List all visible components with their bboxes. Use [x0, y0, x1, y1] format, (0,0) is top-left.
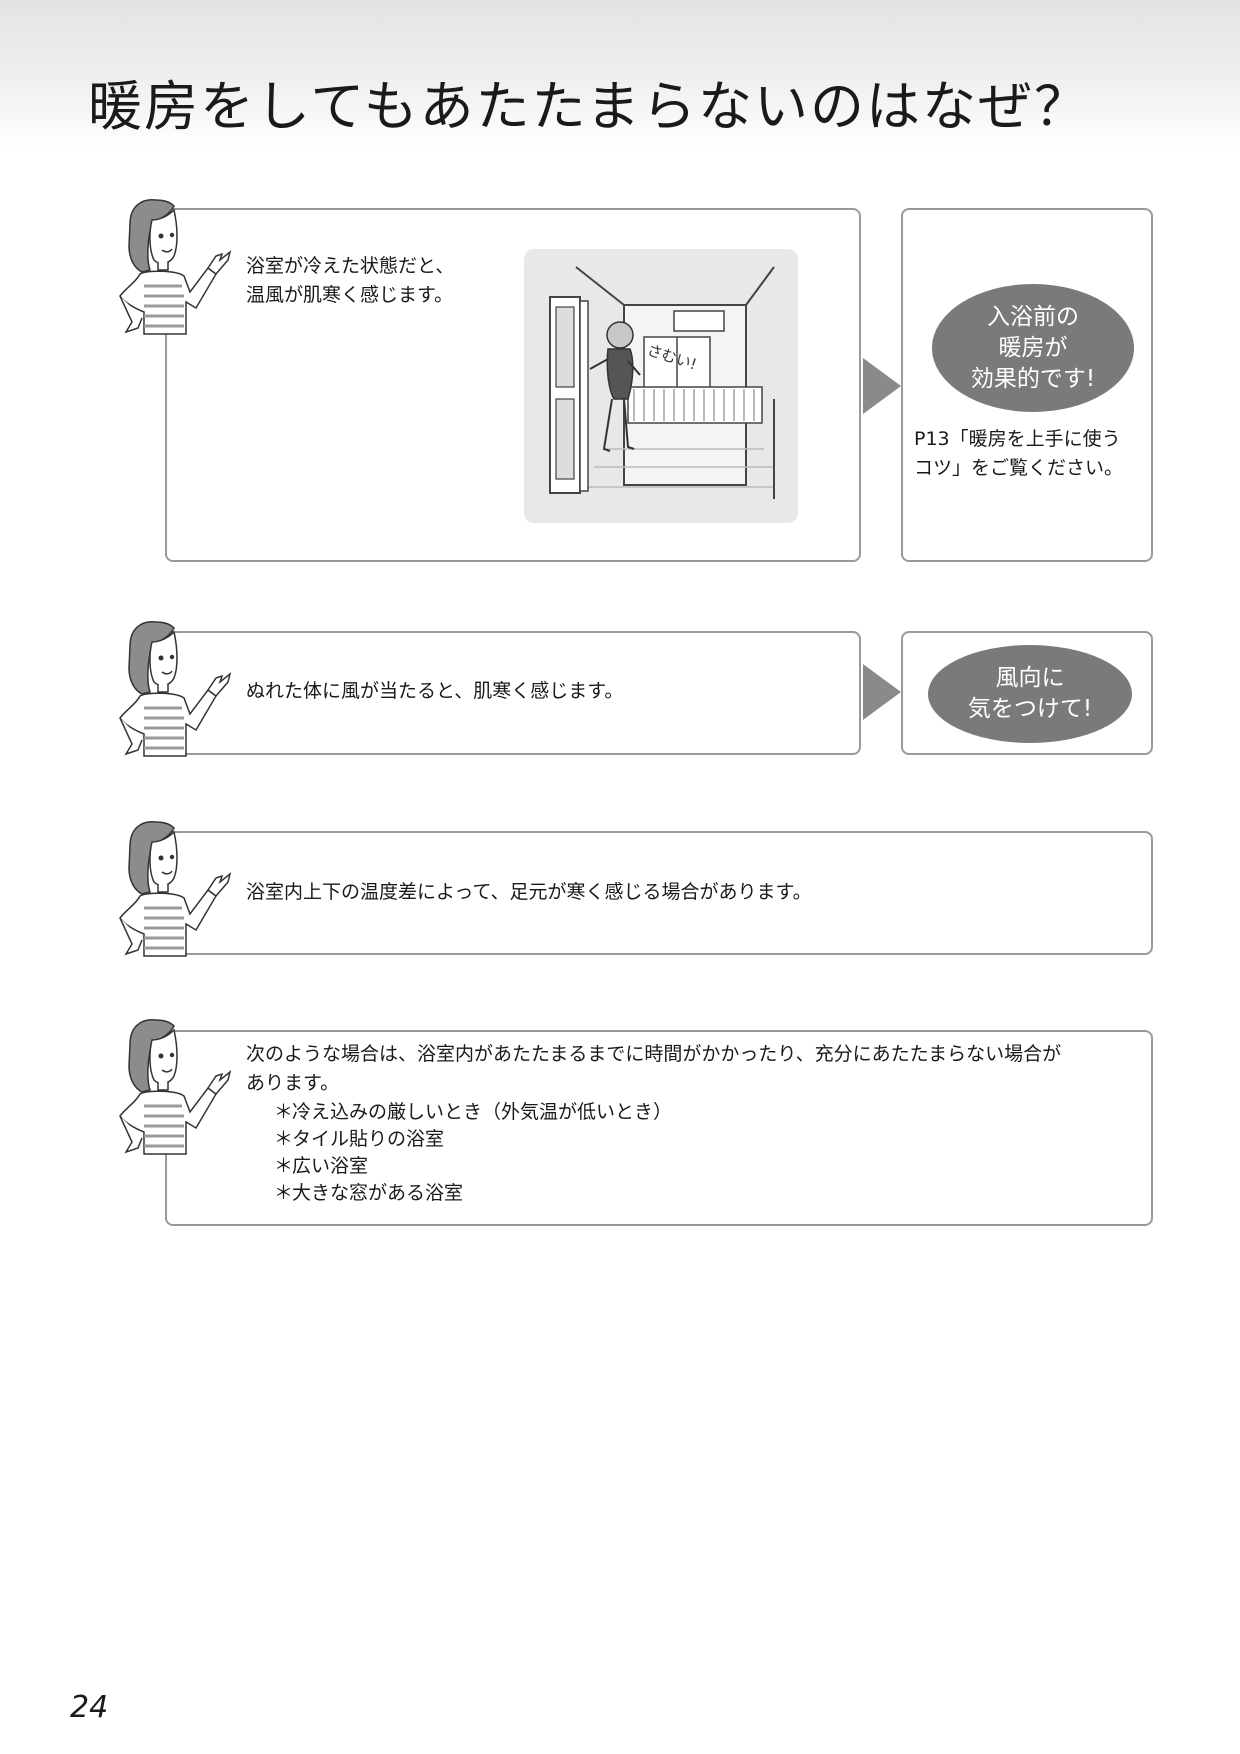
section2-box — [165, 631, 861, 755]
section4-line2: あります。 — [246, 1072, 340, 1094]
page-number: 24 — [70, 1690, 109, 1725]
section2-line1: ぬれた体に風が当たると、肌寒く感じます。 — [246, 680, 624, 702]
section1-line1: 浴室が冷えた状態だと、 — [246, 255, 455, 277]
section4-line1: 次のような場合は、浴室内があたたまるまでに時間がかかったり、充分にあたたまらない… — [246, 1043, 1062, 1065]
bullet-marker: ＊ — [274, 1101, 294, 1123]
arrow-right-icon — [863, 664, 901, 720]
advice1-note-line1: P13「暖房を上手に使う — [914, 428, 1121, 450]
page-title: 暖房をしてもあたたまらないのはなぜ？ — [88, 75, 1091, 138]
advice2-oval: 風向に 気をつけて! — [928, 645, 1132, 743]
woman-pointing-icon — [118, 198, 232, 336]
section3-box — [165, 831, 1153, 955]
bullet-marker: ＊ — [274, 1182, 294, 1204]
woman-pointing-icon — [118, 1018, 232, 1156]
condition-list: ＊冷え込みの厳しいとき（外気温が低いとき） ＊タイル貼りの浴室 ＊広い浴室 ＊大… — [274, 1099, 672, 1207]
advice1-oval: 入浴前の 暖房が 効果的です! — [932, 284, 1134, 412]
list-item: ＊タイル貼りの浴室 — [274, 1126, 672, 1153]
bullet-marker: ＊ — [274, 1128, 294, 1150]
woman-pointing-icon — [118, 620, 232, 758]
list-item: ＊大きな窓がある浴室 — [274, 1180, 672, 1207]
list-item: ＊冷え込みの厳しいとき（外気温が低いとき） — [274, 1099, 672, 1126]
list-item: ＊広い浴室 — [274, 1153, 672, 1180]
arrow-right-icon — [863, 358, 901, 414]
advice1-note-line2: コツ」をご覧ください。 — [914, 457, 1124, 479]
cold-bathroom-illustration: さむい! — [524, 249, 798, 523]
section3-line1: 浴室内上下の温度差によって、足元が寒く感じる場合があります。 — [246, 881, 812, 903]
bullet-marker: ＊ — [274, 1155, 294, 1177]
section1-line2: 温風が肌寒く感じます。 — [246, 284, 454, 306]
header-band — [0, 0, 1240, 150]
woman-pointing-icon — [118, 820, 232, 958]
